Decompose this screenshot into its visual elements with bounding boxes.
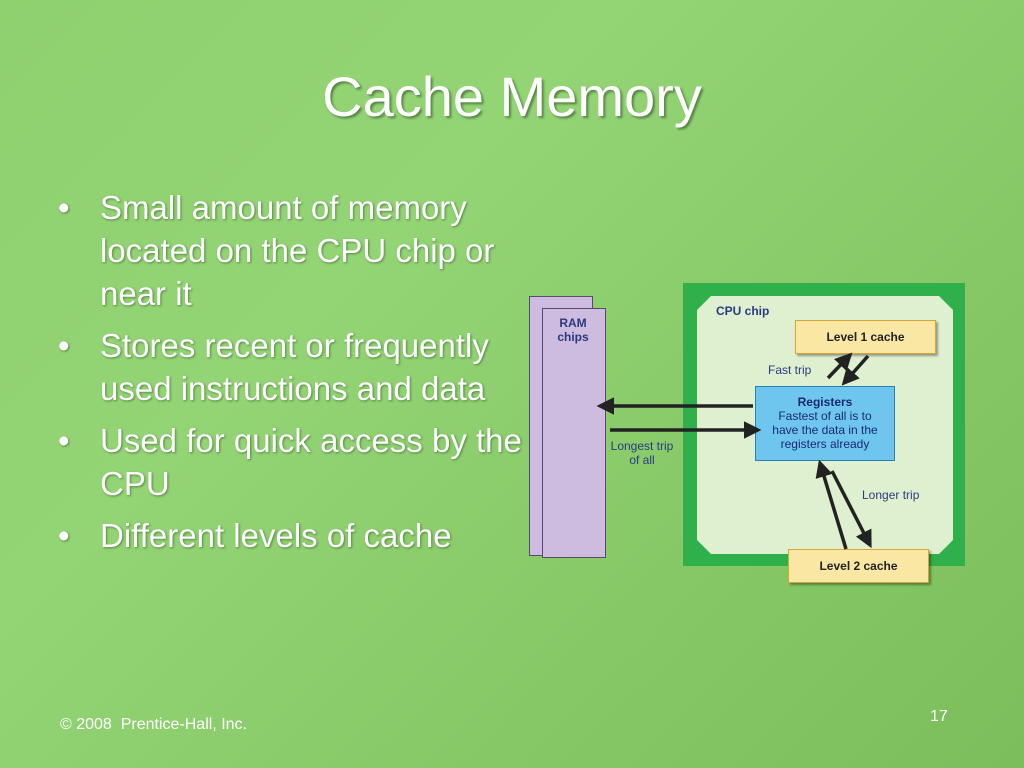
bullet-item: • Stores recent or frequently used instr… [58, 324, 538, 410]
slide-title: Cache Memory [322, 65, 702, 128]
level1-cache-label: Level 1 cache [826, 330, 905, 344]
cpu-chip-label: CPU chip [716, 304, 770, 318]
bullet-marker: • [58, 189, 70, 226]
longer-trip-arrow-up [815, 459, 848, 550]
fast-trip-label: Fast trip [768, 363, 812, 377]
longest-trip-label: Longest trip of all [610, 439, 674, 467]
trip-arrows [596, 352, 872, 550]
level2-cache-box: Level 2 cache [788, 549, 929, 583]
bullet-marker: • [58, 422, 70, 459]
bullet-text: Stores recent or frequently used instruc… [100, 327, 489, 407]
longer-trip-arrow-down [830, 470, 872, 549]
longer-trip-label: Longer trip [862, 488, 920, 502]
bullet-text: Different levels of cache [100, 517, 452, 554]
bullet-item: • Different levels of cache [58, 514, 538, 557]
bullet-marker: • [58, 327, 70, 364]
ram-chip-front [542, 308, 606, 558]
bullet-text: Small amount of memory located on the CP… [100, 189, 495, 312]
bullet-text: Used for quick access by the CPU [100, 422, 522, 502]
bullet-list: • Small amount of memory located on the … [58, 186, 538, 566]
level1-cache-box: Level 1 cache [795, 320, 936, 354]
fast-trip-arrow-down [841, 354, 870, 386]
registers-description: Fastest of all is to have the data in th… [772, 409, 878, 451]
cache-diagram: CPU chip RAM chips Level 1 cache Registe… [528, 283, 968, 583]
copyright-footer: © 2008 Prentice-Hall, Inc. [60, 716, 247, 733]
ram-chips-label: RAM chips [557, 316, 589, 344]
level2-cache-label: Level 2 cache [819, 559, 898, 573]
bullet-item: • Used for quick access by the CPU [58, 419, 538, 505]
fast-trip-arrow-up [826, 352, 853, 380]
bullet-item: • Small amount of memory located on the … [58, 186, 538, 315]
slide-number: 17 [930, 708, 948, 725]
bullet-marker: • [58, 517, 70, 554]
registers-title: Registers [797, 395, 853, 409]
registers-box: Registers Fastest of all is to have the … [755, 386, 895, 461]
